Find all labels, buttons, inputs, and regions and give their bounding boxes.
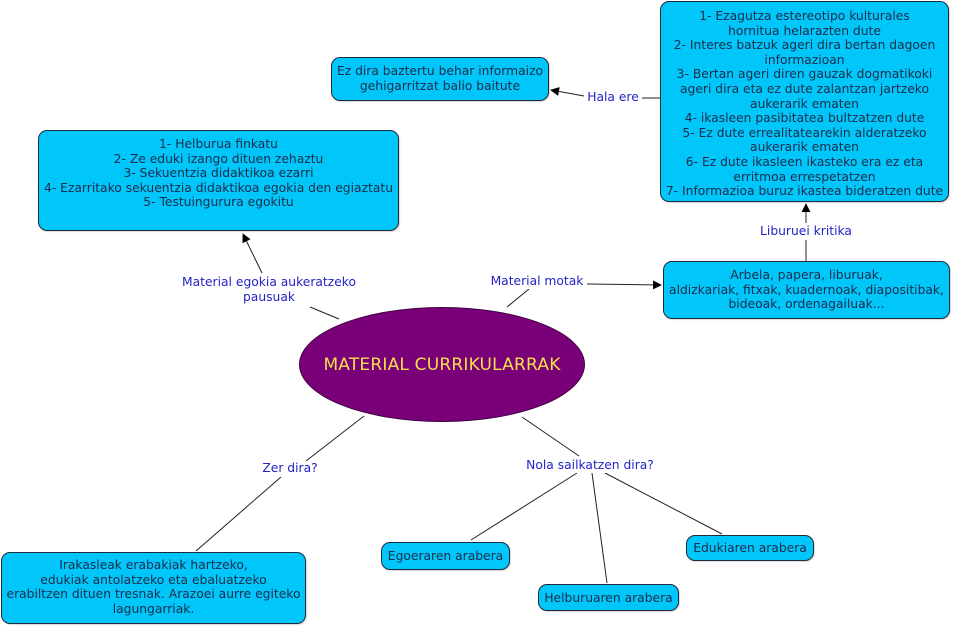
arrow-to-types [586, 280, 662, 290]
node-text-line: 5- Testuingurura egokitu [143, 195, 294, 210]
connector-center-to-nola [521, 416, 580, 457]
connector-nola-to-helburua [591, 472, 608, 584]
node-text-line: Irakasleak erabakiak hartzeko, [59, 558, 248, 572]
node-text-line: 7- Informazioa buruz ikastea bideratzen … [665, 184, 944, 199]
link-label-text: Nola sailkatzen dira? [526, 458, 654, 472]
node-text-line: 2- Ze eduki izango dituen zehaztu [113, 151, 324, 166]
link-label-text: Liburuei kritika [760, 224, 852, 238]
node-text-line: 5- Ez dute errealitatearekin alderatzeko [682, 125, 927, 140]
node-text-line: erabiltzen dituen tresnak. Arazoei aurre… [6, 587, 301, 602]
link-label-material-motak: Material motak [490, 274, 584, 289]
node-text-line: ageri dira eta ez dute zalantzan jartzek… [680, 81, 929, 96]
node-text-line: informazioan [764, 52, 845, 67]
arrow-to-not-discard [550, 87, 585, 97]
node-text-line: aldizkariak, fitxak, kuadernoak, diaposi… [669, 282, 944, 297]
node-text-line: 3- Sekuentzia didaktikoa ezarri [123, 166, 314, 181]
connector-center-to-zer-dira [305, 415, 365, 462]
link-label-zer-dira: Zer dira? [260, 461, 320, 476]
connector-zer-dira-to-definition [195, 476, 282, 552]
node-text-line: aukerarik ematen [750, 140, 859, 155]
connector-nola-to-egoera [470, 472, 578, 541]
node-helburua[interactable]: Helburuaren arabera [538, 584, 679, 611]
node-edukia[interactable]: Edukiaren arabera [686, 535, 814, 561]
node-text-line: bideoak, ordenagailuak... [728, 297, 885, 312]
node-text-line: Edukiaren arabera [693, 541, 807, 555]
node-text-line: 4- Ezarritako sekuentzia didaktikoa egok… [44, 180, 393, 195]
node-text-line: Egoeraren arabera [387, 549, 504, 563]
node-selection-steps[interactable]: 1- Helburua finkatu 2- Ze eduki izango d… [38, 130, 399, 231]
arrow-to-steps [242, 233, 263, 274]
node-text-line: gehigarritzat balio baitute [359, 78, 521, 93]
link-label-text: Material egokia aukeratzeko [182, 275, 356, 289]
node-text-line: lagungarriak. [112, 601, 195, 616]
node-text-line: Helburuaren arabera [544, 591, 673, 605]
node-text-line: aukerarik ematen [750, 96, 859, 111]
node-not-discard[interactable]: Ez dira baztertu behar informaizo gehiga… [331, 57, 549, 101]
node-text-line: 2- Interes batzuk ageri dira bertan dago… [673, 38, 936, 53]
node-text-line: 1- Ezagutza estereotipo kulturales [699, 9, 910, 23]
node-book-critique[interactable]: 1- Ezagutza estereotipo kulturales horni… [660, 1, 949, 202]
link-label-material-egokia: Material egokia aukeratzeko pausuak [182, 275, 356, 305]
link-label-text: Material motak [490, 274, 584, 288]
connector-nola-to-edukia [604, 472, 723, 535]
central-concept-title: MATERIAL CURRIKULARRAK [323, 354, 561, 375]
node-text-line: 4- ikasleen pasibitatea bultzatzen dute [684, 111, 925, 126]
node-egoera[interactable]: Egoeraren arabera [381, 542, 510, 570]
node-text-line: 1- Helburua finkatu [159, 137, 278, 151]
connector-center-to-steps-label [309, 306, 340, 320]
node-text-line: Ez dira baztertu behar informaizo [336, 64, 544, 78]
link-label-text: Zer dira? [262, 461, 318, 475]
node-text-line: erritmoa errespetatzen [733, 169, 876, 184]
node-text-line: 6- Ez dute ikasleen ikasteko era ez eta [685, 154, 924, 169]
node-text-line: hornitua helarazten dute [728, 23, 881, 38]
node-text-line: edukiak antolatzeko eta ebaluatzeko [40, 572, 267, 587]
node-material-types[interactable]: Arbela, papera, liburuak, aldizkariak, f… [663, 261, 950, 319]
node-text-line: 3- Bertan ageri diren gauzak dogmatikoki [676, 67, 933, 82]
link-label-text: Hala ere [587, 90, 639, 104]
node-text-line: Arbela, papera, liburuak, [730, 268, 883, 282]
connector-center-to-types-label [506, 288, 530, 308]
link-label-text: pausuak [243, 289, 295, 304]
link-label-nola-sailkatzen: Nola sailkatzen dira? [526, 458, 654, 473]
central-concept-node[interactable]: MATERIAL CURRIKULARRAK [299, 307, 585, 422]
link-label-liburuei-kritika: Liburuei kritika [757, 224, 855, 239]
link-label-hala-ere: Hala ere [585, 90, 641, 105]
node-definition[interactable]: Irakasleak erabakiak hartzeko, edukiak a… [1, 552, 306, 624]
